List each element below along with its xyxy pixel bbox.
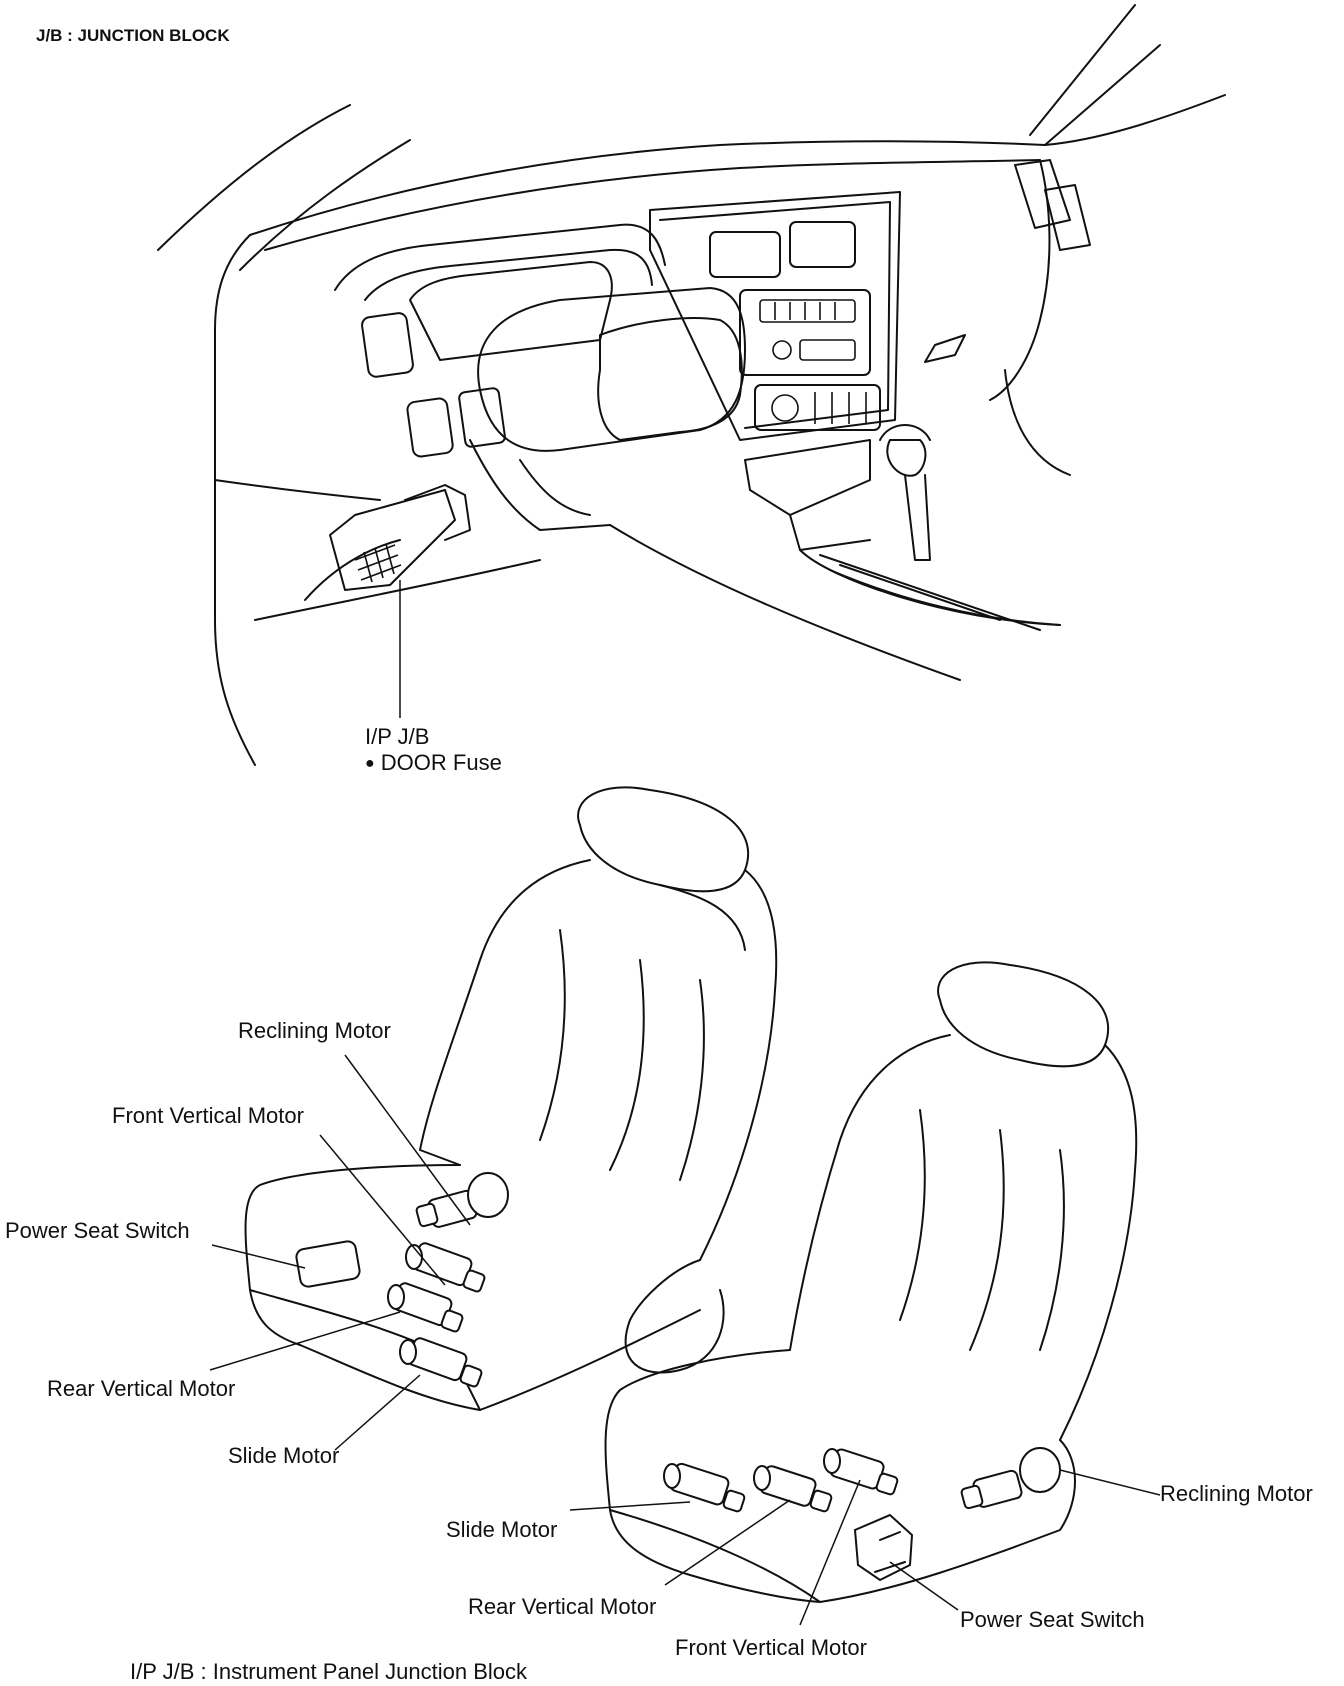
left-slide-motor-label: Slide Motor [228, 1443, 340, 1468]
right-power-seat-switch-label: Power Seat Switch [960, 1607, 1145, 1632]
right-seat-illustration [604, 961, 1138, 1603]
left-rear-vertical-motor-shape [387, 1282, 464, 1333]
bullet-icon: ● [365, 755, 375, 773]
right-power-seat-switch-shape [853, 1513, 914, 1582]
left-reclining-motor-label: Reclining Motor [238, 1018, 391, 1043]
right-rear-vertical-motor-label: Rear Vertical Motor [468, 1594, 657, 1619]
leader-lines [209, 1054, 1161, 1626]
left-front-vertical-motor-shape [405, 1242, 486, 1293]
dashboard-illustration [157, 4, 1226, 766]
ip-jb-label: I/P J/B [365, 724, 430, 749]
footer-note: I/P J/B : Instrument Panel Junction Bloc… [130, 1659, 528, 1684]
right-slide-motor-label: Slide Motor [446, 1517, 558, 1542]
right-reclining-motor-shape [960, 1447, 1061, 1510]
right-rear-vertical-motor-shape [753, 1465, 833, 1513]
door-fuse-label: ● DOOR Fuse [365, 752, 502, 774]
left-power-seat-switch-label: Power Seat Switch [5, 1218, 190, 1243]
left-slide-motor-shape [399, 1337, 483, 1388]
right-reclining-motor-label: Reclining Motor [1160, 1481, 1313, 1506]
left-rear-vertical-motor-label: Rear Vertical Motor [47, 1376, 236, 1401]
right-slide-motor-shape [663, 1462, 746, 1513]
left-front-vertical-motor-label: Front Vertical Motor [112, 1103, 304, 1128]
right-front-vertical-motor-shape [823, 1448, 899, 1496]
left-reclining-motor-shape [415, 1172, 509, 1228]
left-power-seat-switch-shape [295, 1240, 361, 1288]
door-fuse-text: DOOR Fuse [380, 750, 502, 775]
header-title: J/B : JUNCTION BLOCK [36, 26, 230, 45]
left-seat-illustration [244, 786, 778, 1411]
right-front-vertical-motor-label: Front Vertical Motor [675, 1635, 867, 1660]
